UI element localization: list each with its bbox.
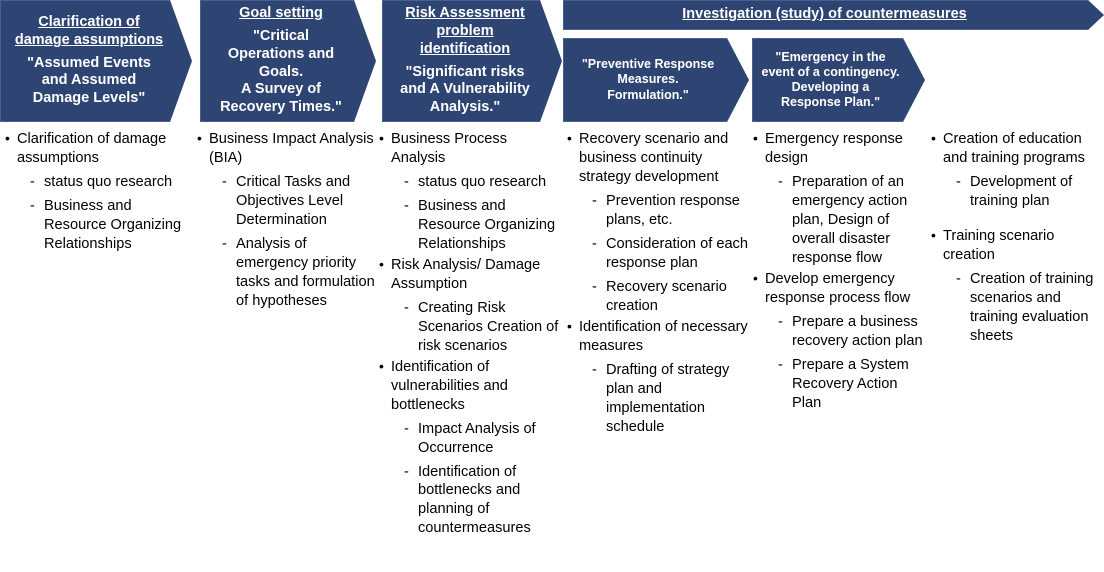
sub-bullet-item: Recovery scenario creation <box>592 278 750 316</box>
bullet-item: Identification of necessary measures <box>566 317 750 356</box>
process-step-5-content: "Emergency in the event of a contingency… <box>753 50 924 111</box>
sub-bullet-item: Business and Resource Organizing Relatio… <box>404 197 564 254</box>
sub-bullet-item: Creation of training scenarios and train… <box>956 270 1102 346</box>
bullet-item: Recovery scenario and business continuit… <box>566 129 750 187</box>
process-step-1-title: Clarification of damage assumptions <box>14 14 164 48</box>
detail-column-5: Emergency response designPreparation of … <box>752 129 928 415</box>
sub-bullet-item: Prepare a System Recovery Action Plan <box>778 356 928 413</box>
process-step-2-title: Goal setting <box>239 5 323 22</box>
process-step-4-group-title: Investigation (study) of countermeasures <box>682 6 967 23</box>
process-step-4-group-content: Investigation (study) of countermeasures <box>564 6 1103 24</box>
process-step-3-content: Risk Assessment problem identification "… <box>383 5 561 116</box>
detail-column-6: Creation of education and training progr… <box>930 129 1102 348</box>
detail-column-4: Recovery scenario and business continuit… <box>566 129 750 439</box>
process-step-2-subtitle: "Critical Operations and Goals.A Survey … <box>220 28 342 115</box>
sub-bullet-item: Drafting of strategy plan and implementa… <box>592 361 750 437</box>
detail-column-1: Clarification of damage assumptions statu… <box>4 129 194 256</box>
list-spacer <box>930 213 1102 227</box>
process-step-3-title: Risk Assessment problem identification <box>405 5 525 57</box>
sub-bullet-item: status quo research <box>404 173 564 192</box>
process-step-5-subtitle: "Emergency in the event of a contingency… <box>761 49 900 110</box>
sub-bullet-item: Consideration of each response plan <box>592 235 750 273</box>
process-step-2-content: Goal setting "Critical Operations and Go… <box>201 5 375 116</box>
sub-bullet-item: Creating Risk Scenarios Creation of risk… <box>404 299 564 356</box>
sub-bullet-item: status quo research <box>30 173 194 192</box>
sub-bullet-item: Development of training plan <box>956 173 1102 211</box>
process-step-1-arrow[interactable]: Clarification of damage assumptions "Ass… <box>0 0 192 122</box>
process-step-4-arrow[interactable]: "Preventive Response Measures.Formulatio… <box>563 38 749 122</box>
process-arrow-row: Clarification of damage assumptions "Ass… <box>0 0 1104 128</box>
bullet-item: Identification of vulnerabilities and bo… <box>378 357 564 415</box>
bullet-item: Business Impact Analysis (BIA) <box>196 129 376 168</box>
bullet-item: Training scenario creation <box>930 226 1102 265</box>
bullet-item: Business Process Analysis <box>378 129 564 168</box>
sub-bullet-item: Business and Resource Organizing Relatio… <box>30 197 194 254</box>
bullet-item: Develop emergency response process flow <box>752 269 928 308</box>
process-step-4-group-arrow[interactable]: Investigation (study) of countermeasures <box>563 0 1104 30</box>
process-step-1-content: Clarification of damage assumptions "Ass… <box>1 14 191 107</box>
bullet-item: Clarification of damage assumptions <box>4 129 194 168</box>
sub-bullet-item: Preparation of an emergency action plan,… <box>778 173 928 268</box>
bullet-item: Creation of education and training progr… <box>930 129 1102 168</box>
sub-bullet-item: Prepare a business recovery action plan <box>778 313 928 351</box>
process-step-4-content: "Preventive Response Measures.Formulatio… <box>564 57 748 103</box>
sub-bullet-item: Identification of bottlenecks and planni… <box>404 463 564 539</box>
process-step-5-arrow[interactable]: "Emergency in the event of a contingency… <box>752 38 925 122</box>
process-detail-columns: Clarification of damage assumptions statu… <box>0 129 1104 572</box>
process-step-2-arrow[interactable]: Goal setting "Critical Operations and Go… <box>200 0 376 122</box>
bullet-item: Risk Analysis/ Damage Assumption <box>378 255 564 294</box>
sub-bullet-item: Analysis of emergency priority tasks and… <box>222 235 376 311</box>
bullet-item: Emergency response design <box>752 129 928 168</box>
detail-column-2: Business Impact Analysis (BIA) Critical T… <box>196 129 376 313</box>
process-step-3-subtitle: "Significant risks and A Vulnerability A… <box>400 63 530 115</box>
process-step-3-arrow[interactable]: Risk Assessment problem identification "… <box>382 0 562 122</box>
detail-column-3: Business Process Analysis status quo rese… <box>378 129 564 540</box>
sub-bullet-item: Prevention response plans, etc. <box>592 192 750 230</box>
sub-bullet-item: Impact Analysis of Occurrence <box>404 420 564 458</box>
process-step-4-subtitle: "Preventive Response Measures.Formulatio… <box>581 57 715 102</box>
sub-bullet-item: Critical Tasks and Objectives Level Dete… <box>222 173 376 230</box>
process-step-1-subtitle: "Assumed Events and Assumed Damage Level… <box>27 54 151 107</box>
